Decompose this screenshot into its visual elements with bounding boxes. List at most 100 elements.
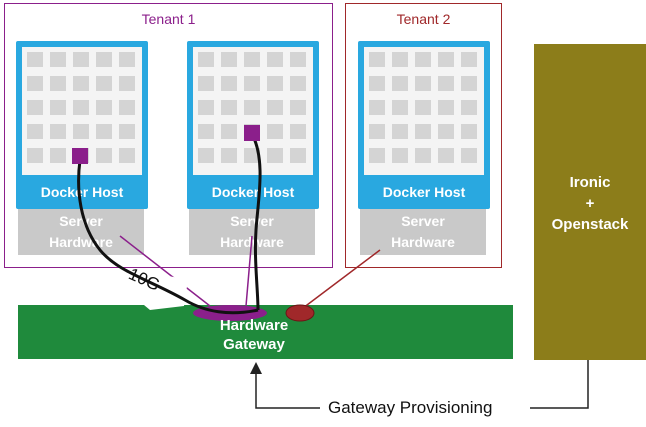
container-cell <box>415 52 431 67</box>
container-cell <box>73 124 89 139</box>
container-cell <box>73 76 89 91</box>
container-cell <box>267 148 283 163</box>
container-cell <box>50 148 66 163</box>
container-cell <box>27 124 43 139</box>
server-hardware-1-label: Server Hardware <box>49 213 113 250</box>
container-cell <box>461 100 477 115</box>
docker-host-1: Docker Host <box>16 41 148 209</box>
container-cell <box>96 100 112 115</box>
container-cell <box>50 124 66 139</box>
container-cell <box>438 52 454 67</box>
container-cell <box>290 148 306 163</box>
container-cell <box>415 148 431 163</box>
container-cell <box>290 100 306 115</box>
container-cell <box>392 124 408 139</box>
container-cell <box>244 124 260 139</box>
container-cell <box>27 148 43 163</box>
container-cell <box>267 52 283 67</box>
container-cell <box>461 148 477 163</box>
docker-host-3-label: Docker Host <box>382 184 466 200</box>
container-cell <box>119 52 135 67</box>
ironic-openstack-box: Ironic + Openstack <box>534 44 646 360</box>
container-cell <box>198 76 214 91</box>
container-cell <box>369 148 385 163</box>
server-hardware-2: Server Hardware <box>189 205 315 255</box>
container-cell <box>244 52 260 67</box>
container-cell <box>221 148 237 163</box>
container-cell <box>50 52 66 67</box>
container-cell <box>415 100 431 115</box>
container-grid <box>193 47 313 175</box>
container-cell <box>244 100 260 115</box>
server-hardware-1: Server Hardware <box>18 205 144 255</box>
container-cell <box>221 76 237 91</box>
container-grid <box>364 47 484 175</box>
container-cell <box>438 148 454 163</box>
container-cell <box>96 52 112 67</box>
container-cell <box>290 124 306 139</box>
container-cell <box>119 148 135 163</box>
container-cell <box>50 76 66 91</box>
container-cell <box>198 124 214 139</box>
tenant-1-title: Tenant 1 <box>141 11 196 27</box>
container-cell <box>461 76 477 91</box>
container-cell <box>119 100 135 115</box>
provisioning-arrow-head <box>250 362 262 374</box>
container-cell <box>369 76 385 91</box>
container-cell <box>267 124 283 139</box>
container-cell <box>369 100 385 115</box>
container-cell <box>438 76 454 91</box>
container-cell <box>415 76 431 91</box>
container-cell <box>27 100 43 115</box>
container-cell <box>119 124 135 139</box>
container-cell <box>244 76 260 91</box>
container-cell <box>267 100 283 115</box>
container-cell <box>438 100 454 115</box>
container-cell <box>244 148 260 163</box>
container-cell <box>198 148 214 163</box>
container-cell <box>221 52 237 67</box>
container-cell <box>392 52 408 67</box>
container-cell <box>267 76 283 91</box>
provisioning-path <box>255 372 320 409</box>
provisioning-path <box>530 360 589 409</box>
container-cell <box>221 100 237 115</box>
container-cell <box>369 124 385 139</box>
container-cell <box>198 100 214 115</box>
server-hardware-3-label: Server Hardware <box>391 213 455 250</box>
container-cell <box>369 52 385 67</box>
server-hardware-2-label: Server Hardware <box>220 213 284 250</box>
container-cell <box>96 76 112 91</box>
container-cell <box>221 124 237 139</box>
container-cell <box>392 76 408 91</box>
ironic-openstack-label: Ironic + Openstack <box>551 174 629 233</box>
link-speed-label: 10G <box>125 264 163 295</box>
docker-host-1-label: Docker Host <box>40 184 124 200</box>
container-cell <box>461 52 477 67</box>
server-hardware-3: Server Hardware <box>360 205 486 255</box>
container-cell <box>50 100 66 115</box>
container-grid <box>22 47 142 175</box>
container-cell <box>27 76 43 91</box>
container-cell <box>119 76 135 91</box>
container-cell <box>198 52 214 67</box>
container-cell <box>415 124 431 139</box>
container-cell <box>73 100 89 115</box>
container-cell <box>27 52 43 67</box>
container-cell <box>438 124 454 139</box>
container-cell <box>73 52 89 67</box>
container-cell <box>96 124 112 139</box>
tenant-2-title: Tenant 2 <box>396 11 451 27</box>
container-cell <box>290 52 306 67</box>
hardware-gateway-label: Hardware Gateway <box>219 317 289 353</box>
container-cell <box>290 76 306 91</box>
container-cell <box>392 148 408 163</box>
container-cell <box>96 148 112 163</box>
docker-host-2-label: Docker Host <box>211 184 295 200</box>
container-cell <box>73 148 89 163</box>
container-cell <box>461 124 477 139</box>
gateway-provisioning-label: Gateway Provisioning <box>322 398 499 418</box>
docker-host-2: Docker Host <box>187 41 319 209</box>
container-cell <box>392 100 408 115</box>
docker-host-3: Docker Host <box>358 41 490 209</box>
